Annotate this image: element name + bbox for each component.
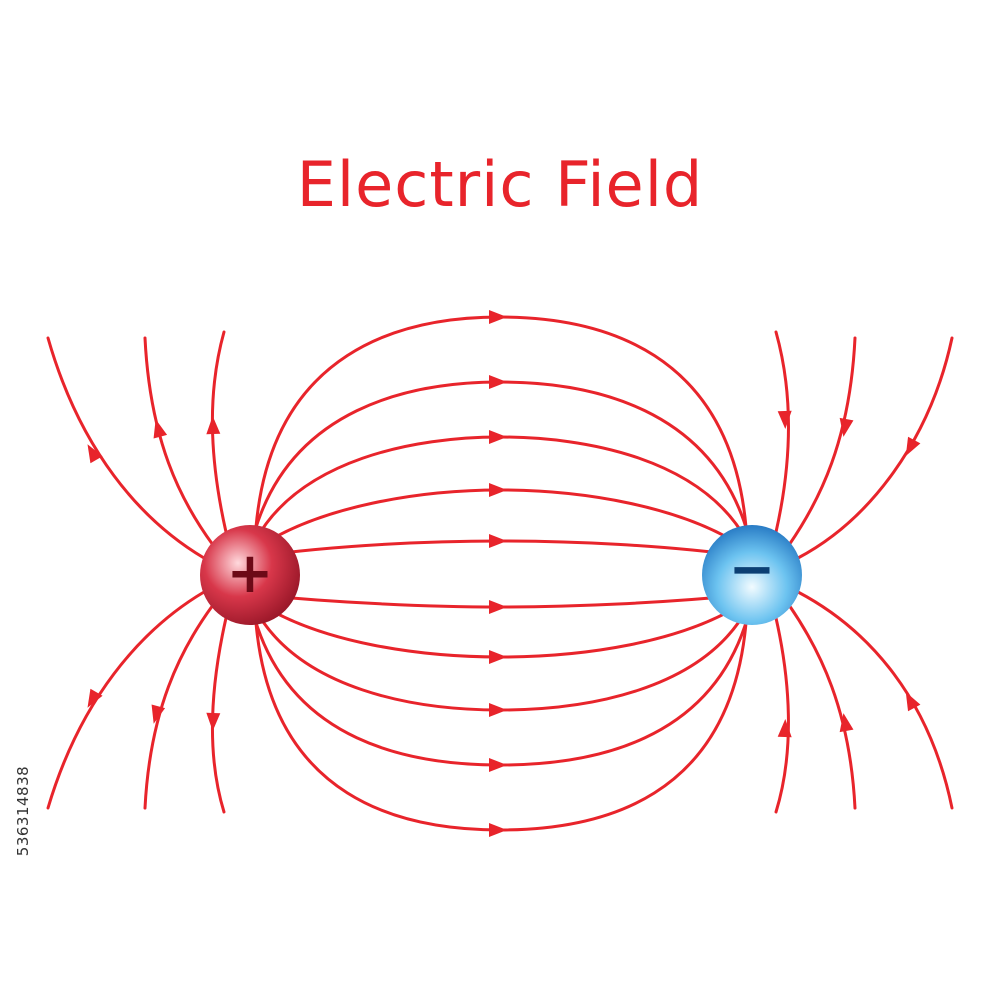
field-line-outgoing	[143, 603, 215, 810]
field-arrow-outgoing	[87, 688, 103, 708]
field-line-incoming	[787, 336, 857, 547]
field-line-outgoing	[210, 330, 228, 534]
field-line-incoming	[774, 616, 790, 814]
positive-sign: +	[227, 541, 274, 606]
field-line-connecting	[255, 600, 747, 659]
field-line-outgoing	[143, 336, 215, 547]
field-arrow-right	[489, 483, 507, 497]
field-line-connecting	[254, 315, 748, 529]
field-line-connecting	[252, 614, 750, 767]
field-arrow-incoming	[777, 410, 792, 429]
field-line-incoming	[774, 330, 790, 534]
field-arrow-incoming	[777, 719, 792, 738]
field-line-incoming	[796, 590, 954, 810]
field-line-incoming	[796, 336, 954, 560]
field-arrow-right	[489, 430, 507, 444]
field-arrow-outgoing	[151, 704, 166, 724]
field-line-incoming	[787, 603, 857, 810]
diagram-title: Electric Field	[296, 148, 704, 221]
field-arrow-right	[489, 703, 507, 717]
field-line-connecting	[253, 607, 749, 712]
field-arrow-right	[489, 758, 507, 772]
field-line-outgoing	[46, 590, 206, 810]
field-arrow-incoming	[839, 713, 854, 733]
field-lines	[46, 315, 954, 832]
stock-id-watermark: 536314838	[14, 765, 32, 857]
field-line-connecting	[252, 380, 750, 536]
field-line-outgoing	[46, 336, 206, 560]
field-arrow-right	[489, 534, 507, 548]
negative-charge: −	[702, 525, 802, 625]
field-arrow-right	[489, 650, 507, 664]
field-arrow-outgoing	[153, 419, 168, 439]
field-line-connecting	[254, 621, 748, 832]
field-arrow-outgoing	[206, 712, 221, 731]
field-arrow-right	[489, 600, 507, 614]
field-arrow-right	[489, 310, 507, 324]
field-arrow-outgoing	[87, 444, 103, 464]
field-arrow-incoming	[839, 417, 854, 437]
negative-sign: −	[729, 537, 776, 602]
field-arrow-right	[489, 823, 507, 837]
field-arrow-incoming	[905, 436, 921, 456]
field-arrows	[87, 310, 921, 837]
field-arrow-outgoing	[206, 416, 221, 435]
field-arrow-right	[489, 375, 507, 389]
field-arrow-incoming	[905, 692, 921, 712]
positive-charge: +	[200, 525, 300, 625]
